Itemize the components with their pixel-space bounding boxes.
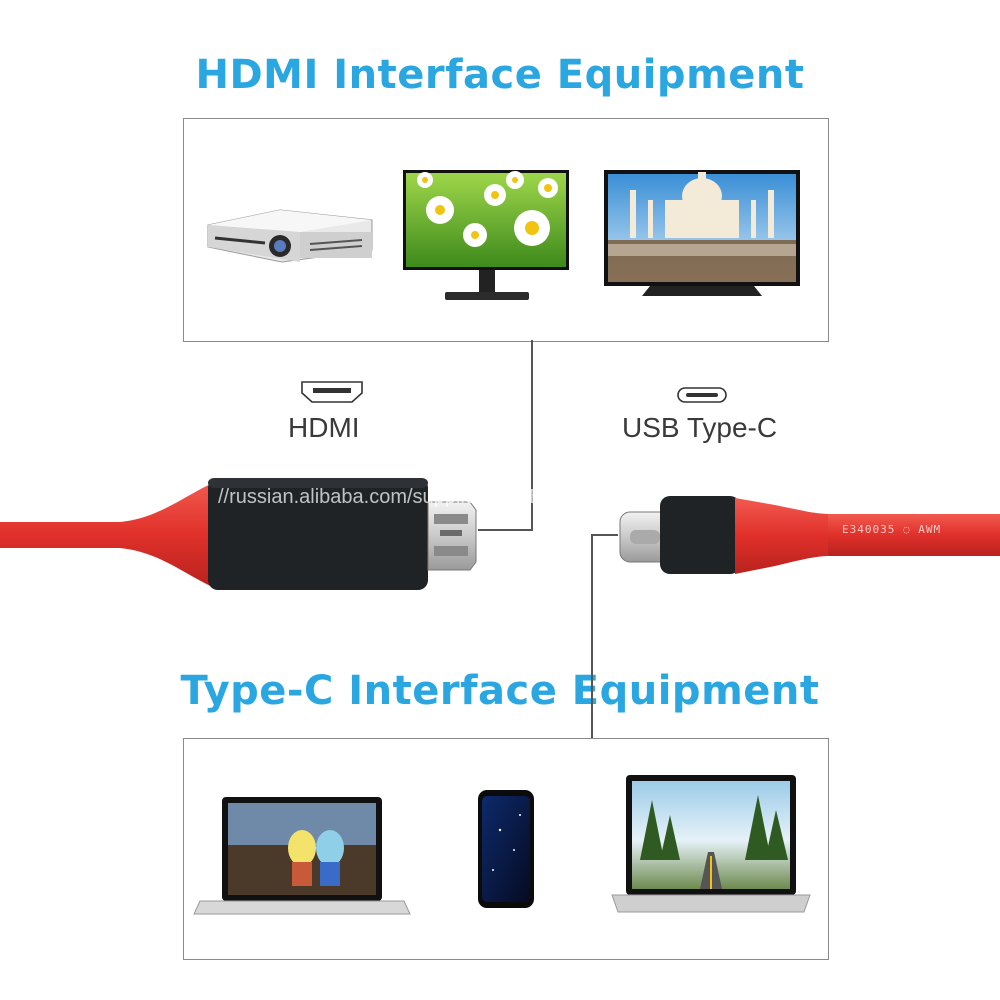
smartphone-image [478, 790, 534, 908]
usb-c-port-label: USB Type-C [622, 412, 778, 443]
typec-link-line [591, 534, 618, 738]
usb-c-connector-housing [660, 496, 740, 574]
tv-image [604, 170, 800, 296]
usb-c-cable [828, 514, 1000, 556]
watermark-text: //russian.alibaba.com/supplier_wc4BAAKJB… [218, 486, 661, 508]
usb-c-port-icon [677, 387, 727, 403]
hdmi-port-icon [301, 381, 363, 403]
hdmi-equipment-title: HDMI Interface Equipment [195, 52, 805, 98]
laptop-image-1 [193, 797, 411, 915]
projector-image [207, 209, 373, 263]
typec-equipment-title: Type-C Interface Equipment [180, 668, 820, 714]
usb-c-plug [619, 511, 671, 563]
hdmi-plug [427, 501, 477, 571]
hdmi-port-label: HDMI [288, 412, 360, 443]
laptop-image-2 [611, 775, 811, 913]
cable-print-text: E340035 ◌ AWM [842, 523, 942, 536]
hdmi-link-line [478, 340, 533, 531]
monitor-image [403, 170, 569, 300]
hdmi-cable [0, 482, 215, 588]
usb-c-boot [735, 498, 830, 574]
hdmi-connector-housing [208, 478, 428, 590]
